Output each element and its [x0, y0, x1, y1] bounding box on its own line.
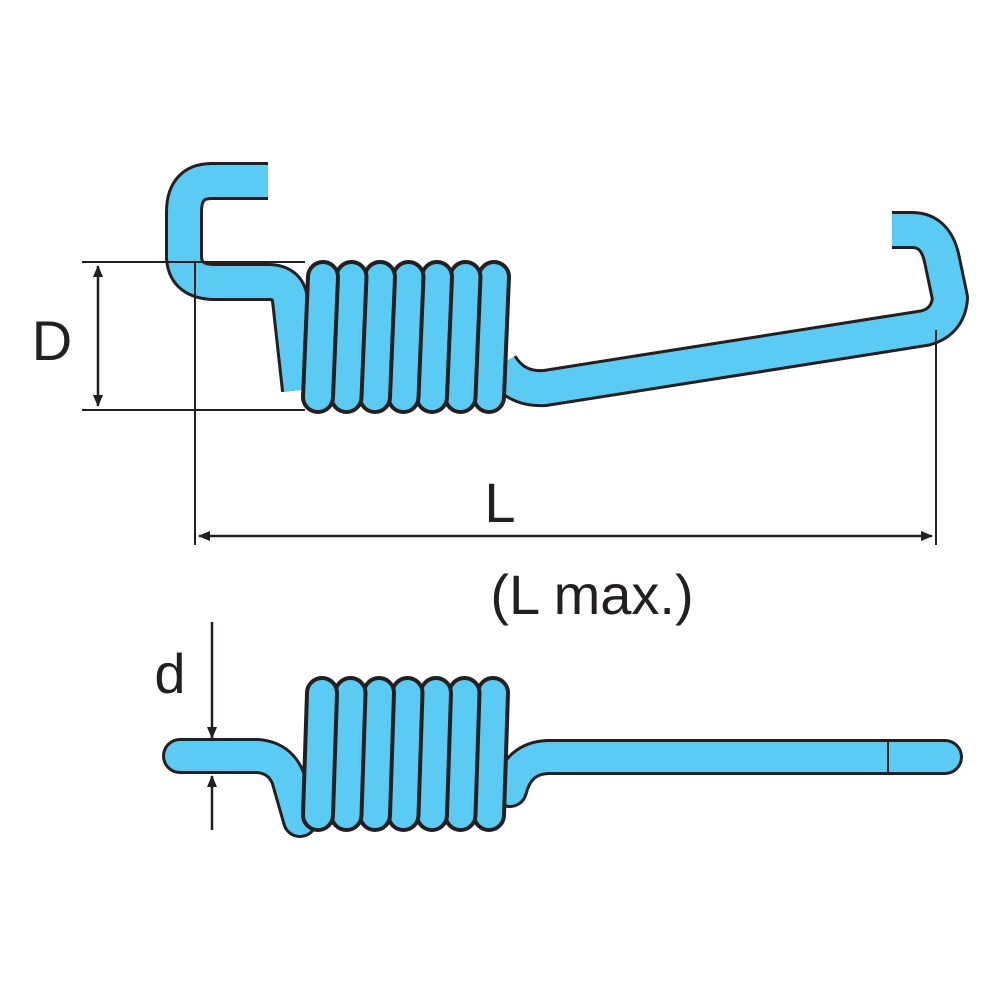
coil-turn [358, 260, 397, 414]
coil-turn [386, 676, 425, 832]
dimension-D: D [32, 261, 305, 411]
dimension-L: L (L max.) [194, 262, 937, 626]
coil-turn [472, 260, 511, 414]
left-hook [165, 162, 319, 393]
right-end [492, 739, 963, 808]
coil-turn [443, 676, 482, 832]
label-L: L [484, 471, 515, 534]
coil-turn [386, 260, 426, 414]
label-D: D [32, 309, 72, 372]
coil-body-top-view [301, 676, 510, 832]
coil-turn [329, 676, 368, 832]
coil-turn [358, 676, 396, 832]
coil-turn [329, 260, 369, 414]
coil-turn [301, 676, 339, 832]
label-L-max: (L max.) [490, 563, 693, 626]
label-d: d [154, 642, 185, 705]
coil-turn [301, 260, 340, 414]
coil-turn [443, 260, 483, 414]
coil-turn [415, 676, 453, 832]
coil-turn [415, 260, 454, 414]
dimension-d: d [154, 622, 228, 830]
spring-side-view [165, 162, 969, 414]
left-end [162, 738, 318, 838]
coil-turn [472, 676, 510, 832]
coil-body [301, 260, 511, 414]
spring-top-view [162, 676, 963, 838]
right-hook [483, 211, 969, 408]
